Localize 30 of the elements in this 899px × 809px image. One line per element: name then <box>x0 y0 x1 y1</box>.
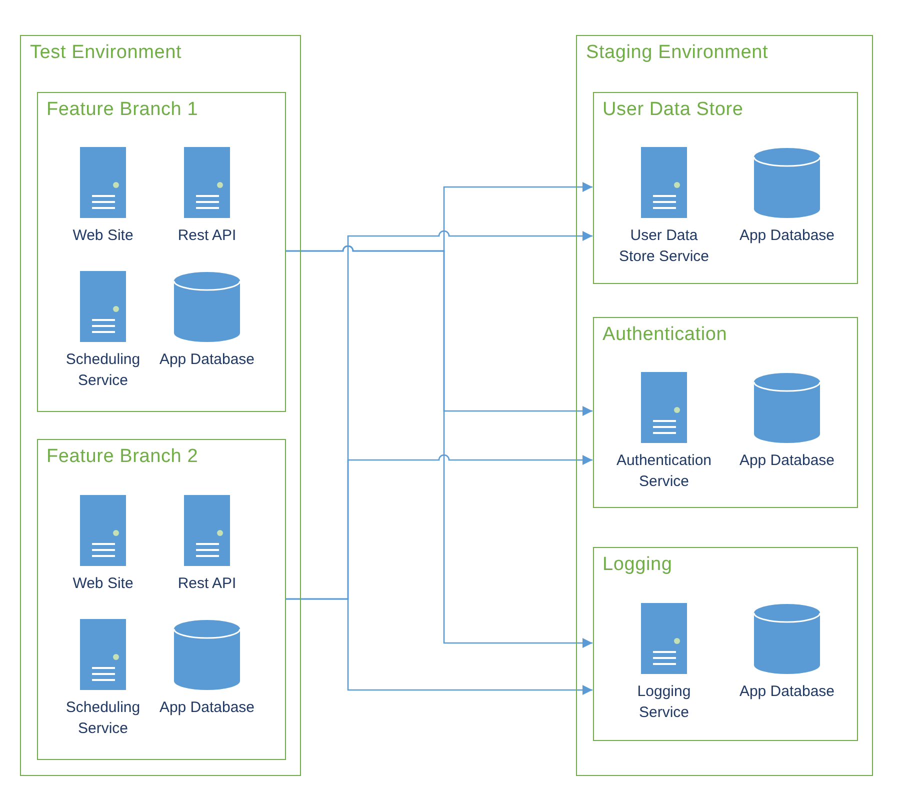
node-label: Web Site <box>72 574 134 594</box>
node-label: App Database <box>738 226 836 246</box>
node-label: Authentication Service <box>615 451 713 492</box>
environment-panel <box>20 35 301 776</box>
panel-title: Authentication <box>602 324 728 346</box>
node-label: Scheduling Service <box>64 350 142 391</box>
node-label: Scheduling Service <box>64 698 142 739</box>
node-label: Web Site <box>72 226 134 246</box>
panel-title: Test Environment <box>30 42 182 64</box>
environment-panel <box>576 35 873 776</box>
node-label: User Data Store Service <box>618 226 710 267</box>
connector-arrow <box>286 246 592 648</box>
node-label: App Database <box>738 451 836 471</box>
node-label: App Database <box>158 350 256 370</box>
panel-title: User Data Store <box>602 98 744 120</box>
environment-panel <box>36 92 286 412</box>
node-label: Rest API <box>176 574 238 594</box>
connector-arrow <box>286 598 592 695</box>
node-label: Logging Service <box>636 682 692 723</box>
environment-panel <box>592 316 858 508</box>
panel-title: Feature Branch 2 <box>46 446 198 468</box>
node-label: App Database <box>158 698 256 718</box>
panel-title: Feature Branch 1 <box>46 98 198 120</box>
environment-panel <box>592 92 858 284</box>
panel-title: Logging <box>602 554 672 576</box>
environment-panel <box>36 438 286 760</box>
node-label: App Database <box>738 682 836 702</box>
node-label: Rest API <box>176 226 238 246</box>
panel-title: Staging Environment <box>586 42 768 64</box>
environment-panel <box>592 546 858 740</box>
